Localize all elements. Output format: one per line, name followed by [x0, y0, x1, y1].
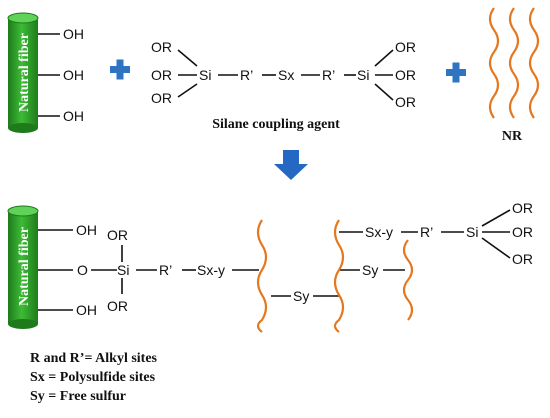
bottom-r: R’ [159, 262, 172, 278]
plus-icon-2 [446, 62, 466, 83]
bottom-bonds [38, 209, 511, 311]
natural-fiber-top: Natural fiber [7, 12, 39, 133]
fiber-bottom-oh-3: OH [76, 302, 97, 318]
nr-label: NR [502, 129, 523, 144]
legend-polysulfide: Sx = Polysulfide sites [30, 370, 156, 385]
silane-si-right: Si [357, 67, 369, 83]
silane-sx: Sx [278, 67, 294, 83]
silane-or-left-1: OR [151, 39, 172, 55]
reaction-arrow-icon [274, 150, 308, 180]
silane-si-left: Si [199, 67, 211, 83]
right-r: R’ [420, 224, 433, 240]
right-or-2: OR [512, 224, 533, 240]
legend-alkyl: R and R’= Alkyl sites [30, 351, 157, 366]
fiber-label-top: Natural fiber [17, 33, 32, 112]
fiber-top-oh-1: OH [63, 26, 84, 42]
fiber-top-hydroxyls [38, 33, 60, 117]
nr-chain-2 [508, 7, 520, 119]
silane-or-right-1: OR [395, 39, 416, 55]
bottom-rubber-chain-3 [402, 239, 414, 321]
bottom-rubber-chain-2 [333, 219, 345, 333]
silane-or-left-3: OR [151, 90, 172, 106]
right-or-1: OR [512, 200, 533, 216]
right-si: Si [466, 224, 478, 240]
legend-free-sulfur: Sy = Free sulfur [30, 389, 126, 404]
legend: R and R’= Alkyl sites Sx = Polysulfide s… [30, 349, 157, 406]
right-sx-y: Sx-y [365, 224, 393, 240]
nr-chain-3 [528, 7, 540, 119]
nr-chain-1 [488, 7, 500, 119]
fiber-bottom-o: O [77, 262, 88, 278]
natural-fiber-bottom: Natural fiber [7, 205, 39, 329]
bottom-sy-right: Sy [362, 262, 378, 278]
silane-or-right-3: OR [395, 94, 416, 110]
bottom-rubber-chain-1 [256, 219, 268, 333]
silane-r-left: R’ [240, 67, 253, 83]
silane-or-right-2: OR [395, 67, 416, 83]
silane-r-right: R’ [322, 67, 335, 83]
fiber-bottom-oh-1: OH [76, 222, 97, 238]
silane-or-left-2: OR [151, 67, 172, 83]
bottom-si-or-bottom: OR [107, 298, 128, 314]
fiber-top-oh-2: OH [63, 67, 84, 83]
silane-caption: Silane coupling agent [212, 117, 340, 132]
bottom-rubber-chains [256, 219, 414, 333]
right-or-3: OR [512, 251, 533, 267]
fiber-top-oh-3: OH [63, 108, 84, 124]
bottom-sy-mid: Sy [293, 288, 309, 304]
natural-rubber-chains [488, 7, 540, 119]
bottom-si-or-top: OR [107, 227, 128, 243]
bottom-sx-y: Sx-y [197, 262, 225, 278]
plus-icon-1 [110, 59, 130, 80]
fiber-label-bottom: Natural fiber [17, 227, 32, 306]
silane-bonds [177, 49, 394, 101]
bottom-si: Si [117, 262, 129, 278]
